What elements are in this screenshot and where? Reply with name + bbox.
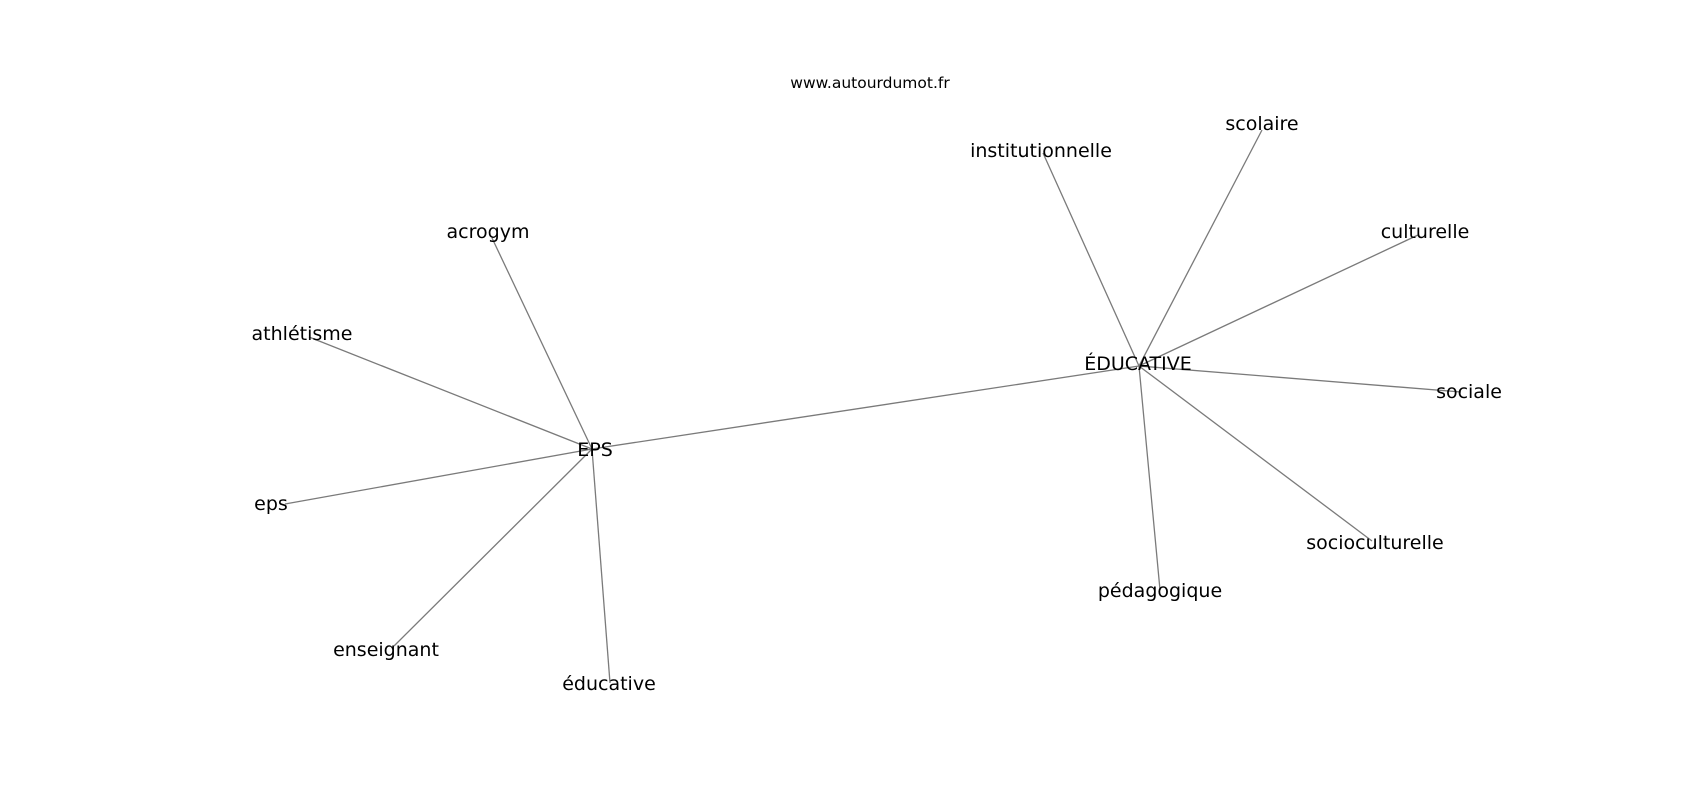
edge-eps_hub-athletisme: [308, 336, 593, 450]
node-label-eps-hub: EPS: [577, 439, 613, 461]
node-label-socioculturelle: socioculturelle: [1306, 532, 1443, 554]
source-watermark-text: www.autourdumot.fr: [790, 74, 950, 92]
node-label-educative-hub: ÉDUCATIVE: [1084, 352, 1192, 375]
node-label-culturelle: culturelle: [1381, 221, 1470, 243]
edge-educative_hub-pedagogique: [1138, 365, 1161, 591]
node-label-eps: eps: [254, 493, 288, 515]
edges-layer: [284, 129, 1462, 684]
node-label-enseignant: enseignant: [333, 639, 439, 661]
edge-eps_hub-enseignant: [393, 448, 593, 647]
edge-eps_hub-educative_hub: [591, 365, 1140, 450]
edge-eps_hub-acrogym: [491, 237, 593, 450]
edge-educative_hub-scolaire: [1138, 129, 1263, 367]
edge-educative_hub-institutionnelle: [1042, 152, 1140, 367]
edge-eps_hub-educative: [591, 448, 611, 684]
node-label-scolaire: scolaire: [1225, 113, 1298, 135]
node-label-educative: éducative: [562, 673, 656, 695]
labels-layer: EPS ÉDUCATIVE acrogym athlétisme eps enseigna…: [252, 113, 1502, 695]
node-label-acrogym: acrogym: [447, 221, 530, 243]
node-label-sociale: sociale: [1436, 381, 1502, 403]
edge-educative_hub-culturelle: [1138, 234, 1419, 367]
edge-educative_hub-sociale: [1138, 365, 1462, 393]
edge-eps_hub-eps: [284, 448, 593, 505]
node-label-pedagogique: pédagogique: [1098, 580, 1222, 602]
node-label-institutionnelle: institutionnelle: [970, 140, 1112, 162]
edge-educative_hub-socioculturelle: [1138, 365, 1373, 542]
node-label-athletisme: athlétisme: [252, 323, 353, 345]
